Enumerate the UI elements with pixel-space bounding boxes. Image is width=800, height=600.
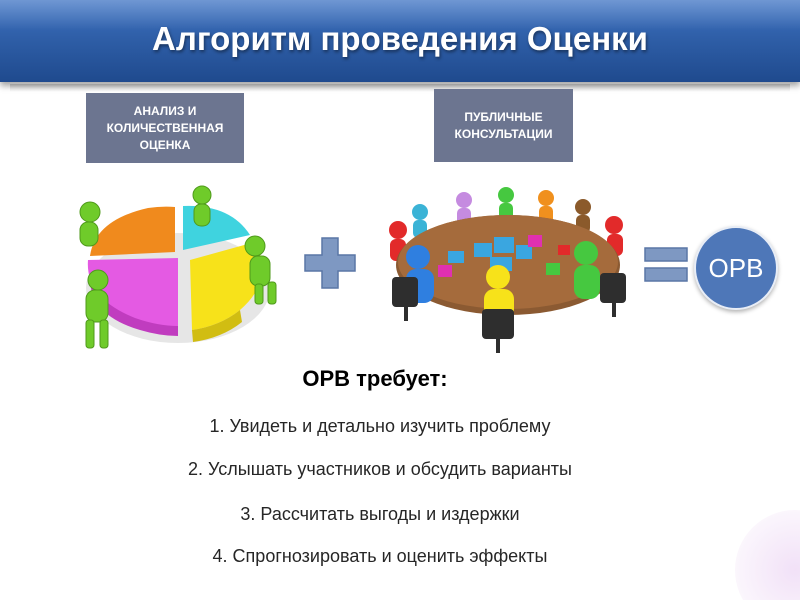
slide-title: Алгоритм проведения Оценки bbox=[152, 20, 648, 57]
analysis-box-line: ОЦЕНКА bbox=[139, 137, 191, 152]
requirement-item: 3. Рассчитать выгоды и издержки bbox=[240, 504, 520, 524]
title-bar: Алгоритм проведения Оценки bbox=[0, 0, 800, 82]
consultations-box-line: ПУБЛИЧНЫЕ bbox=[464, 109, 543, 124]
round-table-puzzle-illustration bbox=[389, 187, 626, 353]
requirement-item: 1. Увидеть и детально изучить проблему bbox=[209, 416, 551, 436]
equals-icon bbox=[644, 247, 688, 282]
analysis-box-line: АНАЛИЗ И bbox=[133, 103, 197, 118]
requirement-item: 2. Услышать участников и обсудить вариан… bbox=[188, 459, 572, 479]
analysis-box: АНАЛИЗ И КОЛИЧЕСТВЕННАЯ ОЦЕНКА bbox=[86, 93, 244, 163]
requirement-item: 4. Спрогнозировать и оценить эффекты bbox=[212, 546, 548, 566]
title-bar-shine bbox=[0, 0, 800, 30]
plus-icon bbox=[304, 237, 356, 289]
pie-chart-people-illustration bbox=[79, 185, 277, 349]
consultations-box-line: КОНСУЛЬТАЦИИ bbox=[454, 126, 553, 141]
result-circle: ОРВ bbox=[694, 226, 778, 310]
requirements-title: ОРВ требует: bbox=[0, 366, 800, 392]
consultations-box: ПУБЛИЧНЫЕ КОНСУЛЬТАЦИИ bbox=[434, 89, 573, 162]
result-label: ОРВ bbox=[708, 252, 764, 283]
requirements-title-text: ОРВ требует: bbox=[302, 366, 448, 391]
title-shadow bbox=[10, 84, 790, 92]
analysis-box-line: КОЛИЧЕСТВЕННАЯ bbox=[106, 120, 224, 135]
